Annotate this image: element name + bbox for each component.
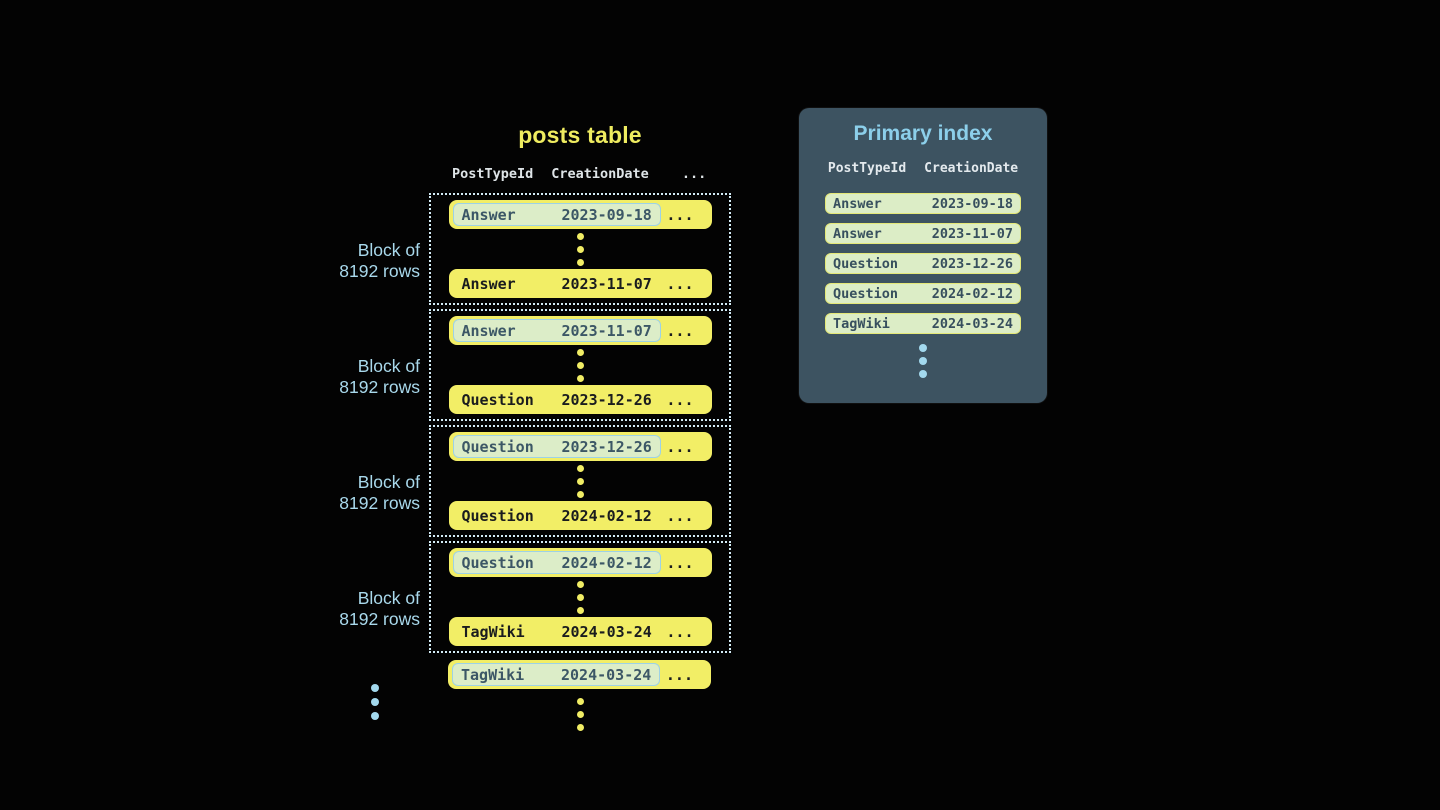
primary-index-rows: Answer 2023-09-18 Answer 2023-11-07 Ques… (799, 193, 1047, 334)
row-columns: Question 2024-02-12 (453, 504, 661, 527)
cell-more: ... (665, 665, 693, 684)
cell-posttypeid: TagWiki (833, 315, 890, 332)
cell-more: ... (666, 622, 694, 641)
primary-index-column-headers: PostTypeId CreationDate (799, 161, 1047, 176)
table-row: Question 2023-12-26 ... (448, 432, 712, 461)
row-columns: Question 2023-12-26 (453, 388, 661, 411)
block-label-line2: 8192 rows (339, 609, 420, 629)
cell-posttypeid: Answer (833, 195, 882, 212)
vertical-dots-icon (576, 348, 584, 382)
vertical-dots-icon (576, 232, 584, 266)
cell-more: ... (666, 274, 694, 293)
indexed-columns-highlight: Answer 2023-09-18 (452, 203, 661, 226)
cell-posttypeid: Question (461, 506, 534, 525)
cell-creationdate: 2024-02-12 (561, 506, 652, 525)
block-label-line2: 8192 rows (339, 493, 420, 513)
table-row: Question 2023-12-26 ... (448, 385, 712, 414)
table-row: Answer 2023-11-07 ... (448, 269, 712, 298)
cell-posttypeid: Answer (461, 321, 516, 340)
indexed-columns-highlight: Answer 2023-11-07 (452, 319, 661, 342)
posts-table-column-headers: PostTypeId CreationDate ... (429, 166, 731, 182)
block-2: Answer 2023-11-07 ... Question 2023-12-2… (429, 309, 731, 421)
vertical-dots-icon (429, 698, 731, 731)
block-label-line2: 8192 rows (339, 261, 420, 281)
indexed-columns-highlight: Question 2024-02-12 (452, 551, 661, 574)
cell-posttypeid: Question (461, 437, 534, 456)
cell-posttypeid: Answer (461, 274, 516, 293)
block-1: Answer 2023-09-18 ... Answer 2023-11-07 … (429, 193, 731, 305)
column-header-posttypeid: PostTypeId (452, 166, 534, 182)
block-label-line1: Block of (357, 472, 420, 492)
column-header-creationdate: CreationDate (551, 166, 649, 182)
posts-table-title: posts table (518, 122, 642, 148)
cell-more: ... (666, 437, 694, 456)
cell-creationdate: 2024-03-24 (561, 622, 652, 641)
cell-creationdate: 2023-12-26 (561, 437, 652, 456)
primary-index-title: Primary index (853, 122, 993, 145)
cell-posttypeid: Question (461, 390, 534, 409)
cell-creationdate: 2023-12-26 (931, 255, 1013, 272)
block-label-4: Block of 8192 rows (339, 588, 420, 630)
cell-creationdate: 2023-11-07 (561, 274, 652, 293)
block-label-line1: Block of (357, 356, 420, 376)
indexed-columns-highlight: Question 2023-12-26 (452, 435, 661, 458)
vertical-dots-icon (799, 344, 1047, 378)
column-header-creationdate: CreationDate (924, 161, 1019, 176)
cell-posttypeid: TagWiki (461, 665, 525, 684)
cell-creationdate: 2024-02-12 (561, 553, 652, 572)
cell-more: ... (666, 205, 694, 224)
cell-creationdate: 2024-02-12 (931, 285, 1013, 302)
cell-creationdate: 2023-09-18 (561, 205, 652, 224)
block-label-line1: Block of (357, 240, 420, 260)
index-row: Question 2023-12-26 (825, 253, 1021, 274)
cell-creationdate: 2023-11-07 (931, 225, 1013, 242)
row-columns: TagWiki 2024-03-24 (453, 620, 661, 643)
table-row-next-block: TagWiki 2024-03-24 ... (448, 660, 711, 689)
column-header-more: ... (681, 166, 707, 182)
table-row: Question 2024-02-12 ... (448, 501, 712, 530)
table-row: Question 2024-02-12 ... (448, 548, 712, 577)
column-header-posttypeid: PostTypeId (827, 161, 907, 176)
index-row: Answer 2023-09-18 (825, 193, 1021, 214)
cell-posttypeid: Answer (833, 225, 882, 242)
vertical-dots-icon (576, 464, 584, 498)
block-4: Question 2024-02-12 ... TagWiki 2024-03-… (429, 541, 731, 653)
posts-table-blocks: Answer 2023-09-18 ... Answer 2023-11-07 … (429, 193, 731, 657)
table-row: TagWiki 2024-03-24 ... (448, 617, 712, 646)
cell-more: ... (666, 553, 694, 572)
cell-posttypeid: Answer (461, 205, 516, 224)
block-label-line2: 8192 rows (339, 377, 420, 397)
cell-posttypeid: Question (833, 285, 899, 302)
cell-posttypeid: Question (833, 255, 899, 272)
block-label-1: Block of 8192 rows (339, 240, 420, 282)
cell-creationdate: 2023-12-26 (561, 390, 652, 409)
cell-posttypeid: TagWiki (461, 622, 525, 641)
index-row: Answer 2023-11-07 (825, 223, 1021, 244)
block-3: Question 2023-12-26 ... Question 2024-02… (429, 425, 731, 537)
primary-index-panel: Primary index PostTypeId CreationDate An… (799, 108, 1047, 403)
vertical-dots-icon (576, 580, 584, 614)
cell-more: ... (666, 506, 694, 525)
cell-creationdate: 2024-03-24 (561, 665, 652, 684)
cell-creationdate: 2023-11-07 (561, 321, 652, 340)
cell-creationdate: 2023-09-18 (931, 195, 1013, 212)
cell-posttypeid: Question (461, 553, 534, 572)
block-label-3: Block of 8192 rows (339, 472, 420, 514)
cell-creationdate: 2024-03-24 (931, 315, 1013, 332)
index-row: TagWiki 2024-03-24 (825, 313, 1021, 334)
row-columns: Answer 2023-11-07 (453, 272, 661, 295)
table-row: Answer 2023-11-07 ... (448, 316, 712, 345)
cell-more: ... (666, 321, 694, 340)
table-row: Answer 2023-09-18 ... (448, 200, 712, 229)
cell-more: ... (666, 390, 694, 409)
block-label-2: Block of 8192 rows (339, 356, 420, 398)
indexed-columns-highlight: TagWiki 2024-03-24 (452, 663, 661, 686)
more-blocks-dots-icon (371, 684, 379, 720)
index-row: Question 2024-02-12 (825, 283, 1021, 304)
block-label-line1: Block of (357, 588, 420, 608)
